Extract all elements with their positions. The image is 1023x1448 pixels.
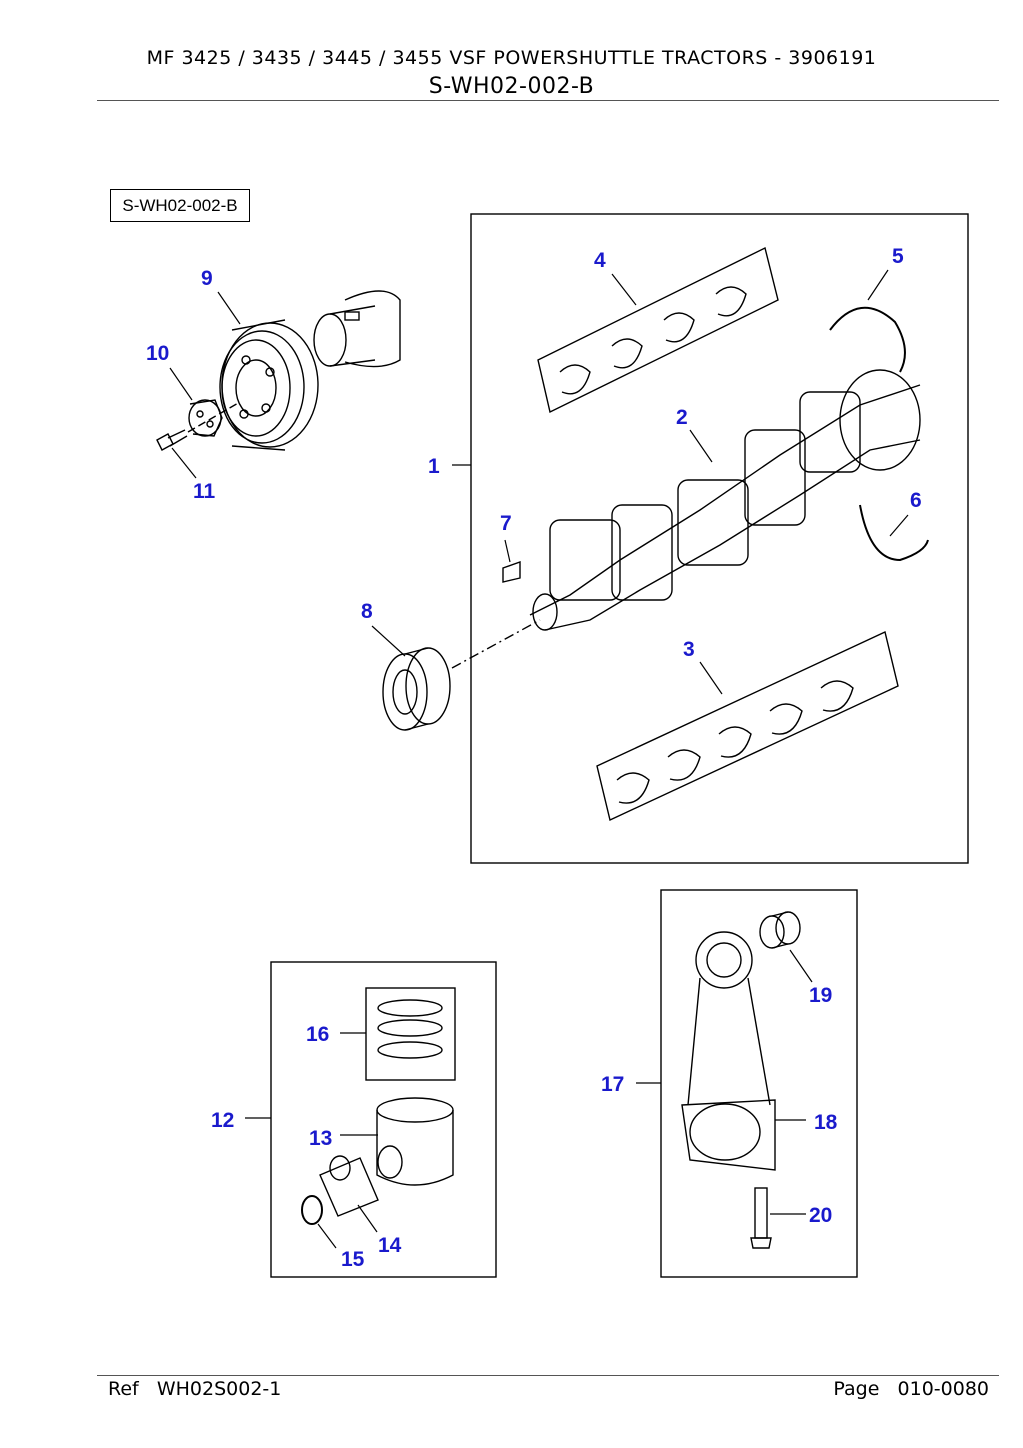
piston-rings-frame	[365, 987, 456, 1081]
callout-19: 19	[809, 984, 832, 1007]
footer-page-value: 010-0080	[897, 1378, 989, 1400]
callout-7: 7	[500, 512, 512, 535]
piston-group-frame	[270, 961, 497, 1278]
footer-ref-label: Ref	[108, 1378, 139, 1400]
callout-4: 4	[594, 249, 606, 272]
pulley-bolt	[156, 429, 188, 451]
crankshaft-group-frame	[470, 213, 969, 864]
callout-12: 12	[211, 1109, 234, 1132]
piston	[376, 1097, 454, 1186]
callout-6: 6	[910, 489, 922, 512]
callout-2: 2	[676, 406, 688, 429]
callout-9: 9	[201, 267, 213, 290]
callout-15: 15	[341, 1248, 365, 1271]
callout-8: 8	[361, 600, 373, 623]
upper-thrust-washer	[829, 306, 906, 373]
callout-14: 14	[378, 1234, 402, 1257]
rod-bolt	[750, 1187, 772, 1249]
connecting-rod	[681, 931, 776, 1171]
callout-5: 5	[892, 245, 904, 268]
page-subtitle: S-WH02-002-B	[428, 74, 595, 99]
piston-rings	[377, 999, 443, 1059]
callout-1: 1	[428, 455, 440, 478]
callout-13: 13	[309, 1127, 332, 1150]
pulley-adapter	[188, 399, 223, 437]
callout-11: 11	[193, 480, 216, 503]
lower-main-bearings	[596, 631, 899, 821]
crankshaft-gear	[382, 647, 451, 731]
footer-reference: Ref WH02S002-1	[108, 1378, 281, 1400]
diagram-reference-box: S-WH02-002-B	[110, 189, 250, 222]
small-end-bush	[759, 911, 801, 949]
woodruff-key	[502, 561, 521, 583]
footer-divider	[97, 1375, 999, 1376]
callout-17: 17	[601, 1073, 624, 1096]
page-title: MF 3425 / 3435 / 3445 / 3455 VSF POWERSH…	[146, 47, 877, 69]
header-divider	[97, 100, 999, 101]
circlip	[301, 1195, 323, 1225]
footer-page: Page 010-0080	[833, 1378, 989, 1400]
footer-page-label: Page	[833, 1378, 880, 1400]
upper-main-bearings	[537, 246, 779, 414]
callout-3: 3	[683, 638, 695, 661]
callout-18: 18	[814, 1111, 838, 1134]
piston-pin	[319, 1155, 379, 1217]
callout-20: 20	[809, 1204, 832, 1227]
crankshaft-pulley	[219, 319, 319, 451]
shaft-end	[313, 290, 401, 368]
lower-thrust-washer	[859, 504, 929, 562]
footer-ref-value: WH02S002-1	[156, 1378, 282, 1400]
callout-16: 16	[306, 1023, 329, 1046]
callout-10: 10	[146, 342, 169, 365]
crankshaft	[529, 369, 921, 631]
